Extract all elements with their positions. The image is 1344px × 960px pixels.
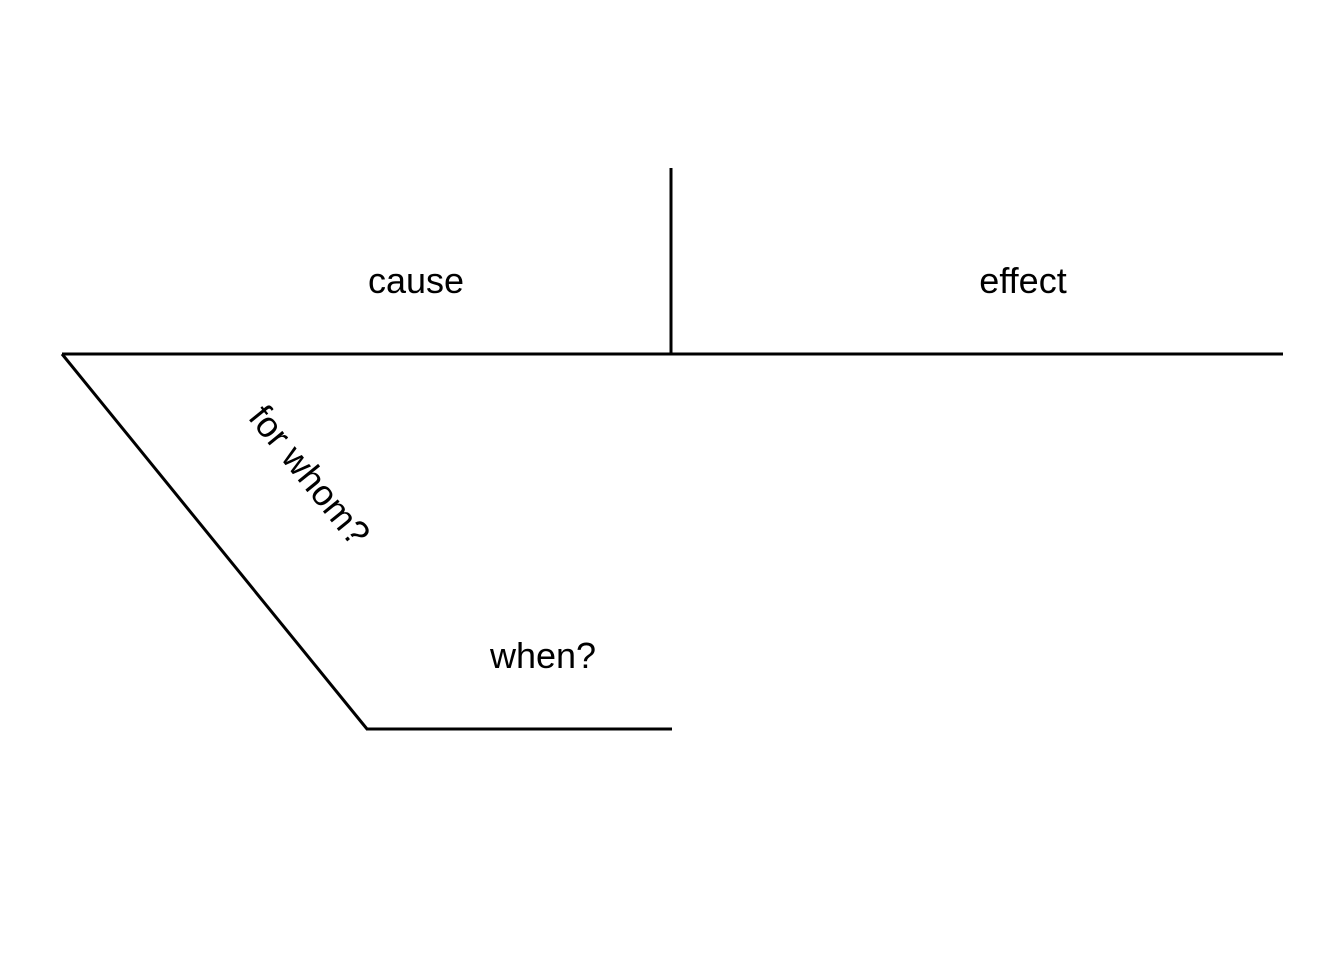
subject-label: cause <box>368 260 464 301</box>
modifier-slant-line <box>60 353 369 730</box>
predicate-label: effect <box>979 260 1066 301</box>
modifier-slant-label: for whom? <box>241 397 379 553</box>
modifier-horizontal-label: when? <box>489 635 596 676</box>
